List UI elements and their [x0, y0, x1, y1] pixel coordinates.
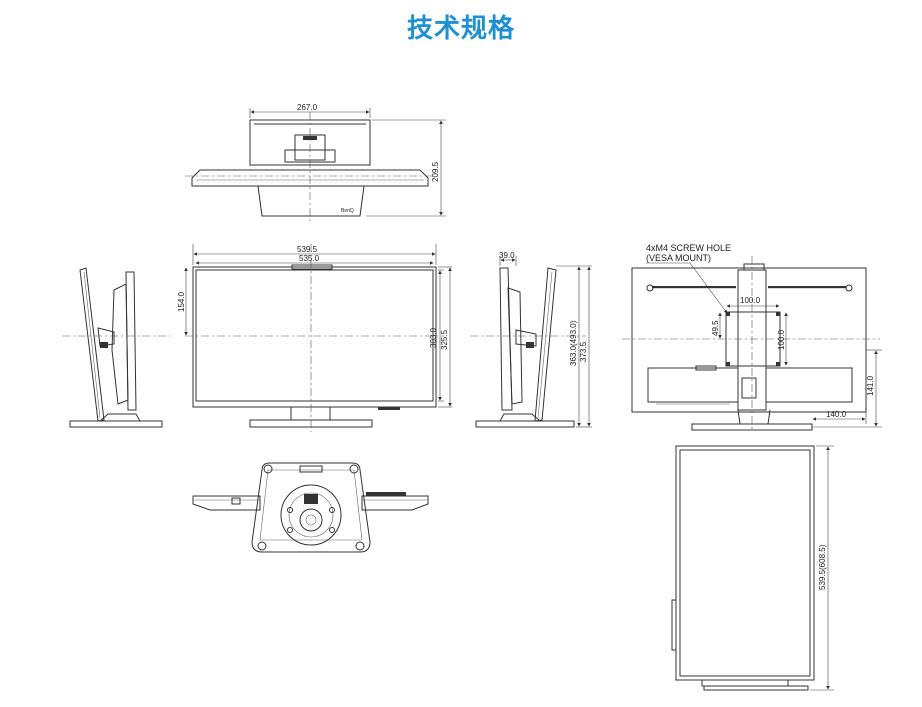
front-view: 539.5 535.0 154.0 303.0 325.5: [177, 244, 452, 432]
portrait-view: 539.5(608.5): [671, 445, 834, 691]
side-height-min-label: 373.5: [579, 341, 588, 362]
screw-note-line1: 4xM4 SCREW HOLE: [646, 243, 731, 253]
vesa-horizontal-label: 100.0: [740, 296, 761, 305]
portrait-height-label: 539.5(608.5): [818, 544, 827, 590]
side-height-range-label: 363.0(493.0): [569, 320, 578, 366]
top-width-label: 267.0: [297, 103, 318, 112]
page-title: 技术规格: [406, 13, 515, 43]
left-side-view: [62, 267, 170, 428]
front-screen-height-label: 303.0: [429, 327, 438, 348]
svg-text:BenQ: BenQ: [341, 208, 354, 214]
front-inner-width-label: 535.0: [299, 254, 320, 263]
front-top-center-label: 154.0: [177, 291, 186, 312]
top-view: BenQ 267.0 209.5: [185, 103, 446, 222]
front-outer-width-label: 539.5: [297, 245, 318, 254]
top-depth-label: 209.5: [431, 161, 440, 182]
base-height-label: 141.0: [866, 375, 875, 396]
right-side-view: 39.0 363.0(493.0) 373.5: [470, 251, 592, 428]
rear-view: 4xM4 SCREW HOLE (VESA MOUNT) 100.0 100.0…: [622, 243, 882, 432]
bottom-view: [192, 462, 429, 553]
base-offset-label: 140.0: [826, 410, 847, 419]
front-bezel-height-label: 325.5: [440, 329, 449, 350]
screw-note-line2: (VESA MOUNT): [646, 253, 711, 263]
side-depth-label: 39.0: [499, 251, 515, 260]
vesa-offset-label: 49.5: [711, 320, 720, 336]
vesa-vertical-label: 100.0: [777, 329, 786, 350]
